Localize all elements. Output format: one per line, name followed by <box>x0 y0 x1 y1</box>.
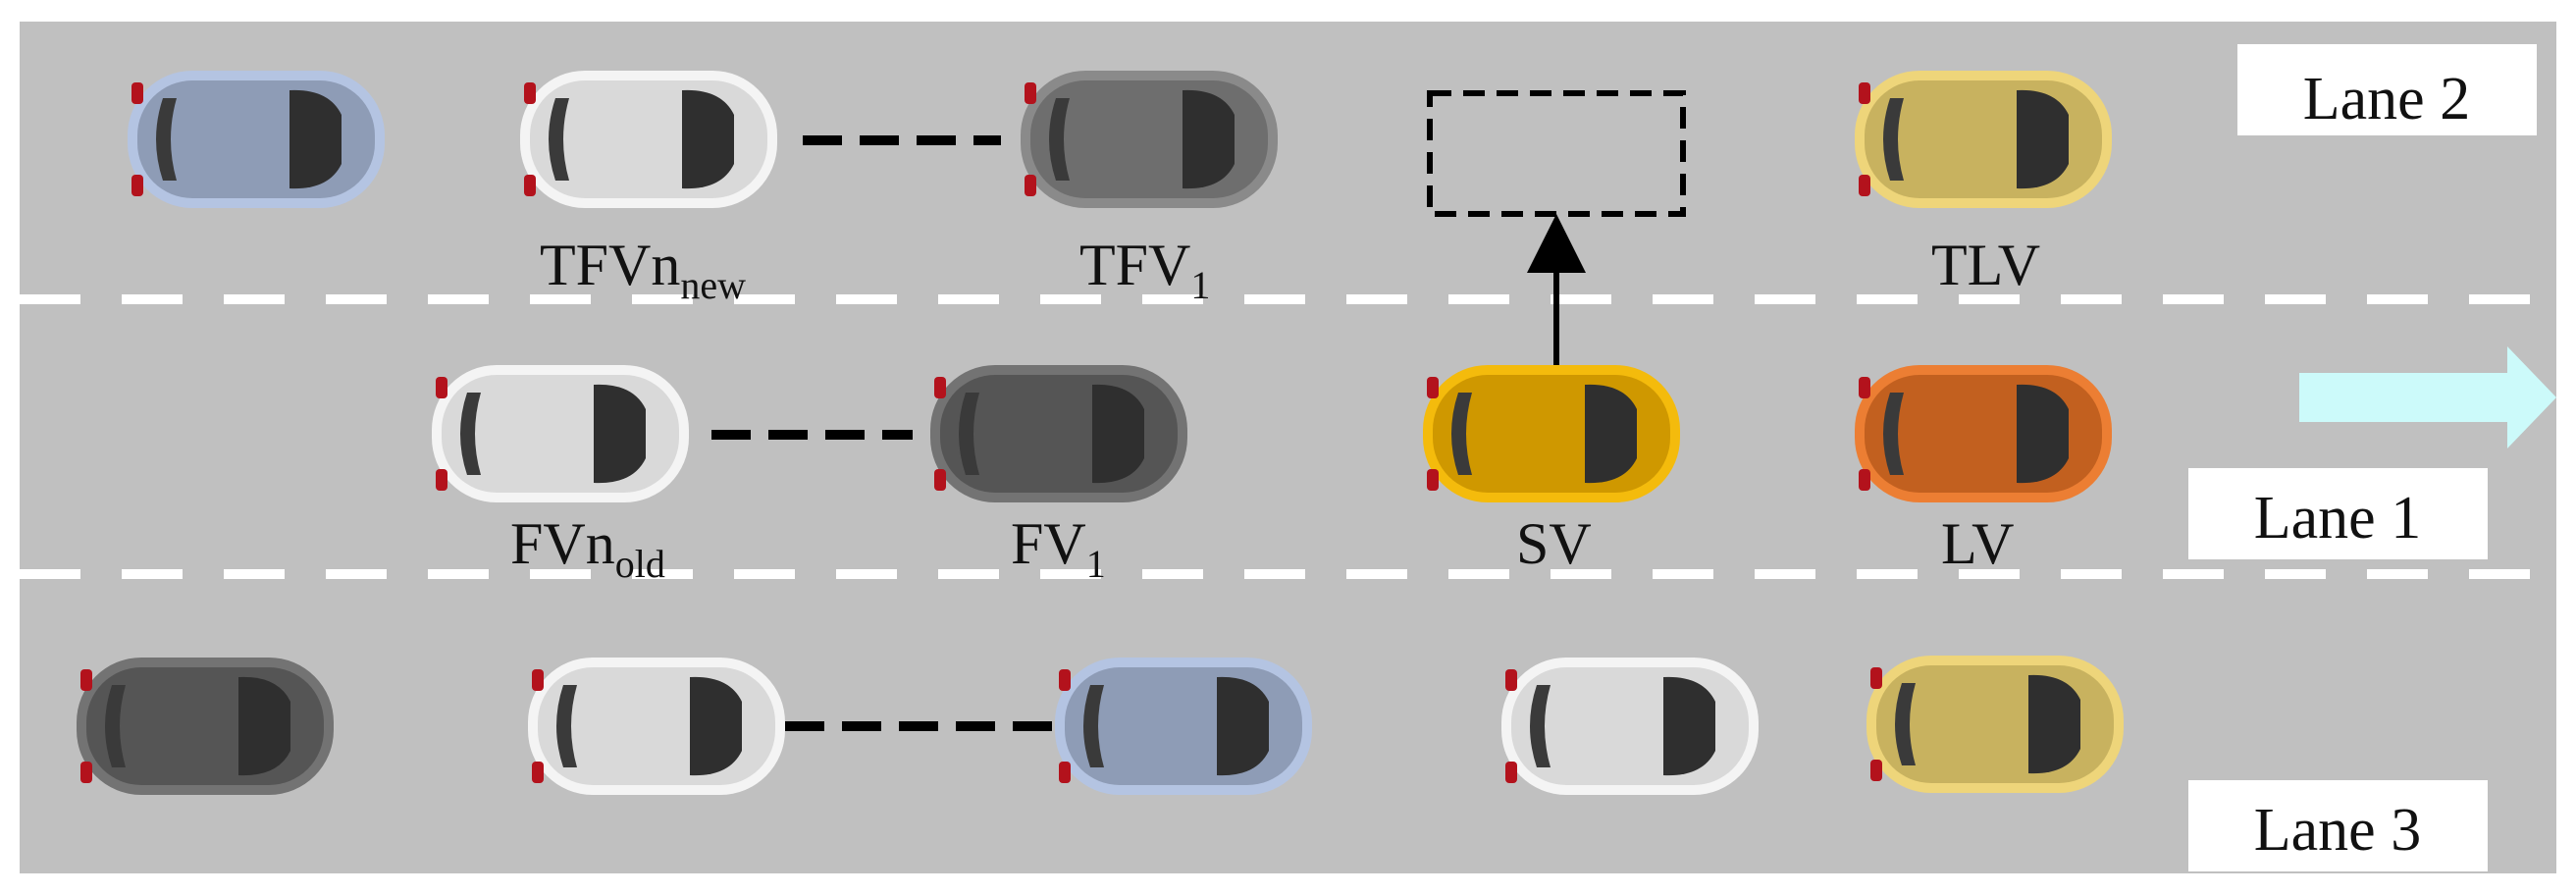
car-taillight <box>934 469 946 491</box>
car-lane3-5 <box>1866 656 2124 793</box>
car-rear-window <box>1530 685 1551 767</box>
direction-arrow-icon <box>2299 346 2556 448</box>
car-taillight <box>524 175 536 196</box>
car-windshield <box>1217 676 1269 776</box>
label-tlv-main: TLV <box>1931 233 2040 297</box>
label-lv-main: LV <box>1941 511 2014 576</box>
car-windshield <box>1585 384 1637 484</box>
car-taillight <box>1505 762 1517 783</box>
car-taillight <box>131 175 143 196</box>
label-fv1: FV1 <box>1011 511 1106 586</box>
car-fvn <box>432 365 689 502</box>
car-rear-window <box>556 685 577 767</box>
car-rear-window <box>1895 683 1916 765</box>
vehicles <box>77 71 2124 795</box>
label-fv1-main: FV <box>1011 511 1086 576</box>
label-sv-main: SV <box>1516 511 1592 576</box>
car-windshield <box>1092 384 1144 484</box>
label-tfv1-sub: 1 <box>1190 263 1210 307</box>
car-taillight <box>934 377 946 398</box>
car-windshield <box>289 89 342 189</box>
lane-label-2-text: Lane 2 <box>2303 66 2470 132</box>
car-tfv1 <box>1021 71 1278 208</box>
car-taillight <box>1859 469 1870 491</box>
car-taillight <box>1427 377 1439 398</box>
car-taillight <box>436 469 447 491</box>
car-windshield <box>690 676 742 776</box>
car-tfvn <box>520 71 777 208</box>
label-sv: SV <box>1516 511 1592 576</box>
lane-label-1: Lane 1 <box>2188 468 2488 559</box>
car-rear-window <box>549 98 569 181</box>
car-lane3-1 <box>77 658 334 795</box>
car-rear-window <box>1083 685 1104 767</box>
car-rear-window <box>1883 98 1904 181</box>
car-windshield <box>682 89 734 189</box>
car-taillight <box>1870 667 1882 689</box>
lane-label-1-text: Lane 1 <box>2254 485 2421 552</box>
lane-label-3-text: Lane 3 <box>2254 797 2421 864</box>
car-lane3-2 <box>528 658 785 795</box>
lane-label-2: Lane 2 <box>2237 44 2537 135</box>
car-sv <box>1423 365 1680 502</box>
car-lane3-4 <box>1501 658 1759 795</box>
label-tfvn: TFVnnew <box>540 233 746 307</box>
car-taillight <box>1025 82 1036 104</box>
label-tfvn-main: TFVn <box>540 233 680 297</box>
car-taillight <box>532 669 544 691</box>
car-rear-window <box>1451 393 1472 475</box>
car-taillight <box>80 762 92 783</box>
car-rear-window <box>460 393 481 475</box>
car-taillight <box>1505 669 1517 691</box>
car-windshield <box>1663 676 1715 776</box>
label-tfv1: TFV1 <box>1079 233 1210 307</box>
car-rear-window <box>959 393 979 475</box>
label-tlv: TLV <box>1931 233 2040 297</box>
car-taillight <box>131 82 143 104</box>
car-taillight <box>80 669 92 691</box>
car-tlv <box>1855 71 2112 208</box>
car-taillight <box>1859 377 1870 398</box>
label-fv1-sub: 1 <box>1086 542 1106 586</box>
car-windshield <box>2017 89 2069 189</box>
car-rear-window <box>1049 98 1070 181</box>
car-lv <box>1855 365 2112 502</box>
car-windshield <box>1183 89 1235 189</box>
car-lane3-3 <box>1055 658 1312 795</box>
car-rear-window <box>1883 393 1904 475</box>
label-fvn-main: FVn <box>510 511 615 576</box>
car-windshield <box>594 384 646 484</box>
car-taillight <box>532 762 544 783</box>
car-windshield <box>238 676 290 776</box>
car-taillight <box>1059 669 1071 691</box>
car-taillight <box>1059 762 1071 783</box>
car-taillight <box>1859 175 1870 196</box>
car-taillight <box>1859 82 1870 104</box>
lane-label-3: Lane 3 <box>2188 780 2488 871</box>
car-taillight <box>1025 175 1036 196</box>
car-taillight <box>436 377 447 398</box>
car-lane2-1 <box>128 71 385 208</box>
car-fv1 <box>930 365 1187 502</box>
car-rear-window <box>105 685 126 767</box>
label-tfvn-sub: new <box>680 263 746 307</box>
car-taillight <box>1870 760 1882 781</box>
label-lv: LV <box>1941 511 2014 576</box>
label-fvn: FVnold <box>510 511 665 586</box>
label-tfv1-main: TFV <box>1079 233 1190 297</box>
car-taillight <box>1427 469 1439 491</box>
car-rear-window <box>156 98 177 181</box>
car-taillight <box>524 82 536 104</box>
label-fvn-sub: old <box>615 542 665 586</box>
car-windshield <box>2017 384 2069 484</box>
car-windshield <box>2028 674 2080 774</box>
